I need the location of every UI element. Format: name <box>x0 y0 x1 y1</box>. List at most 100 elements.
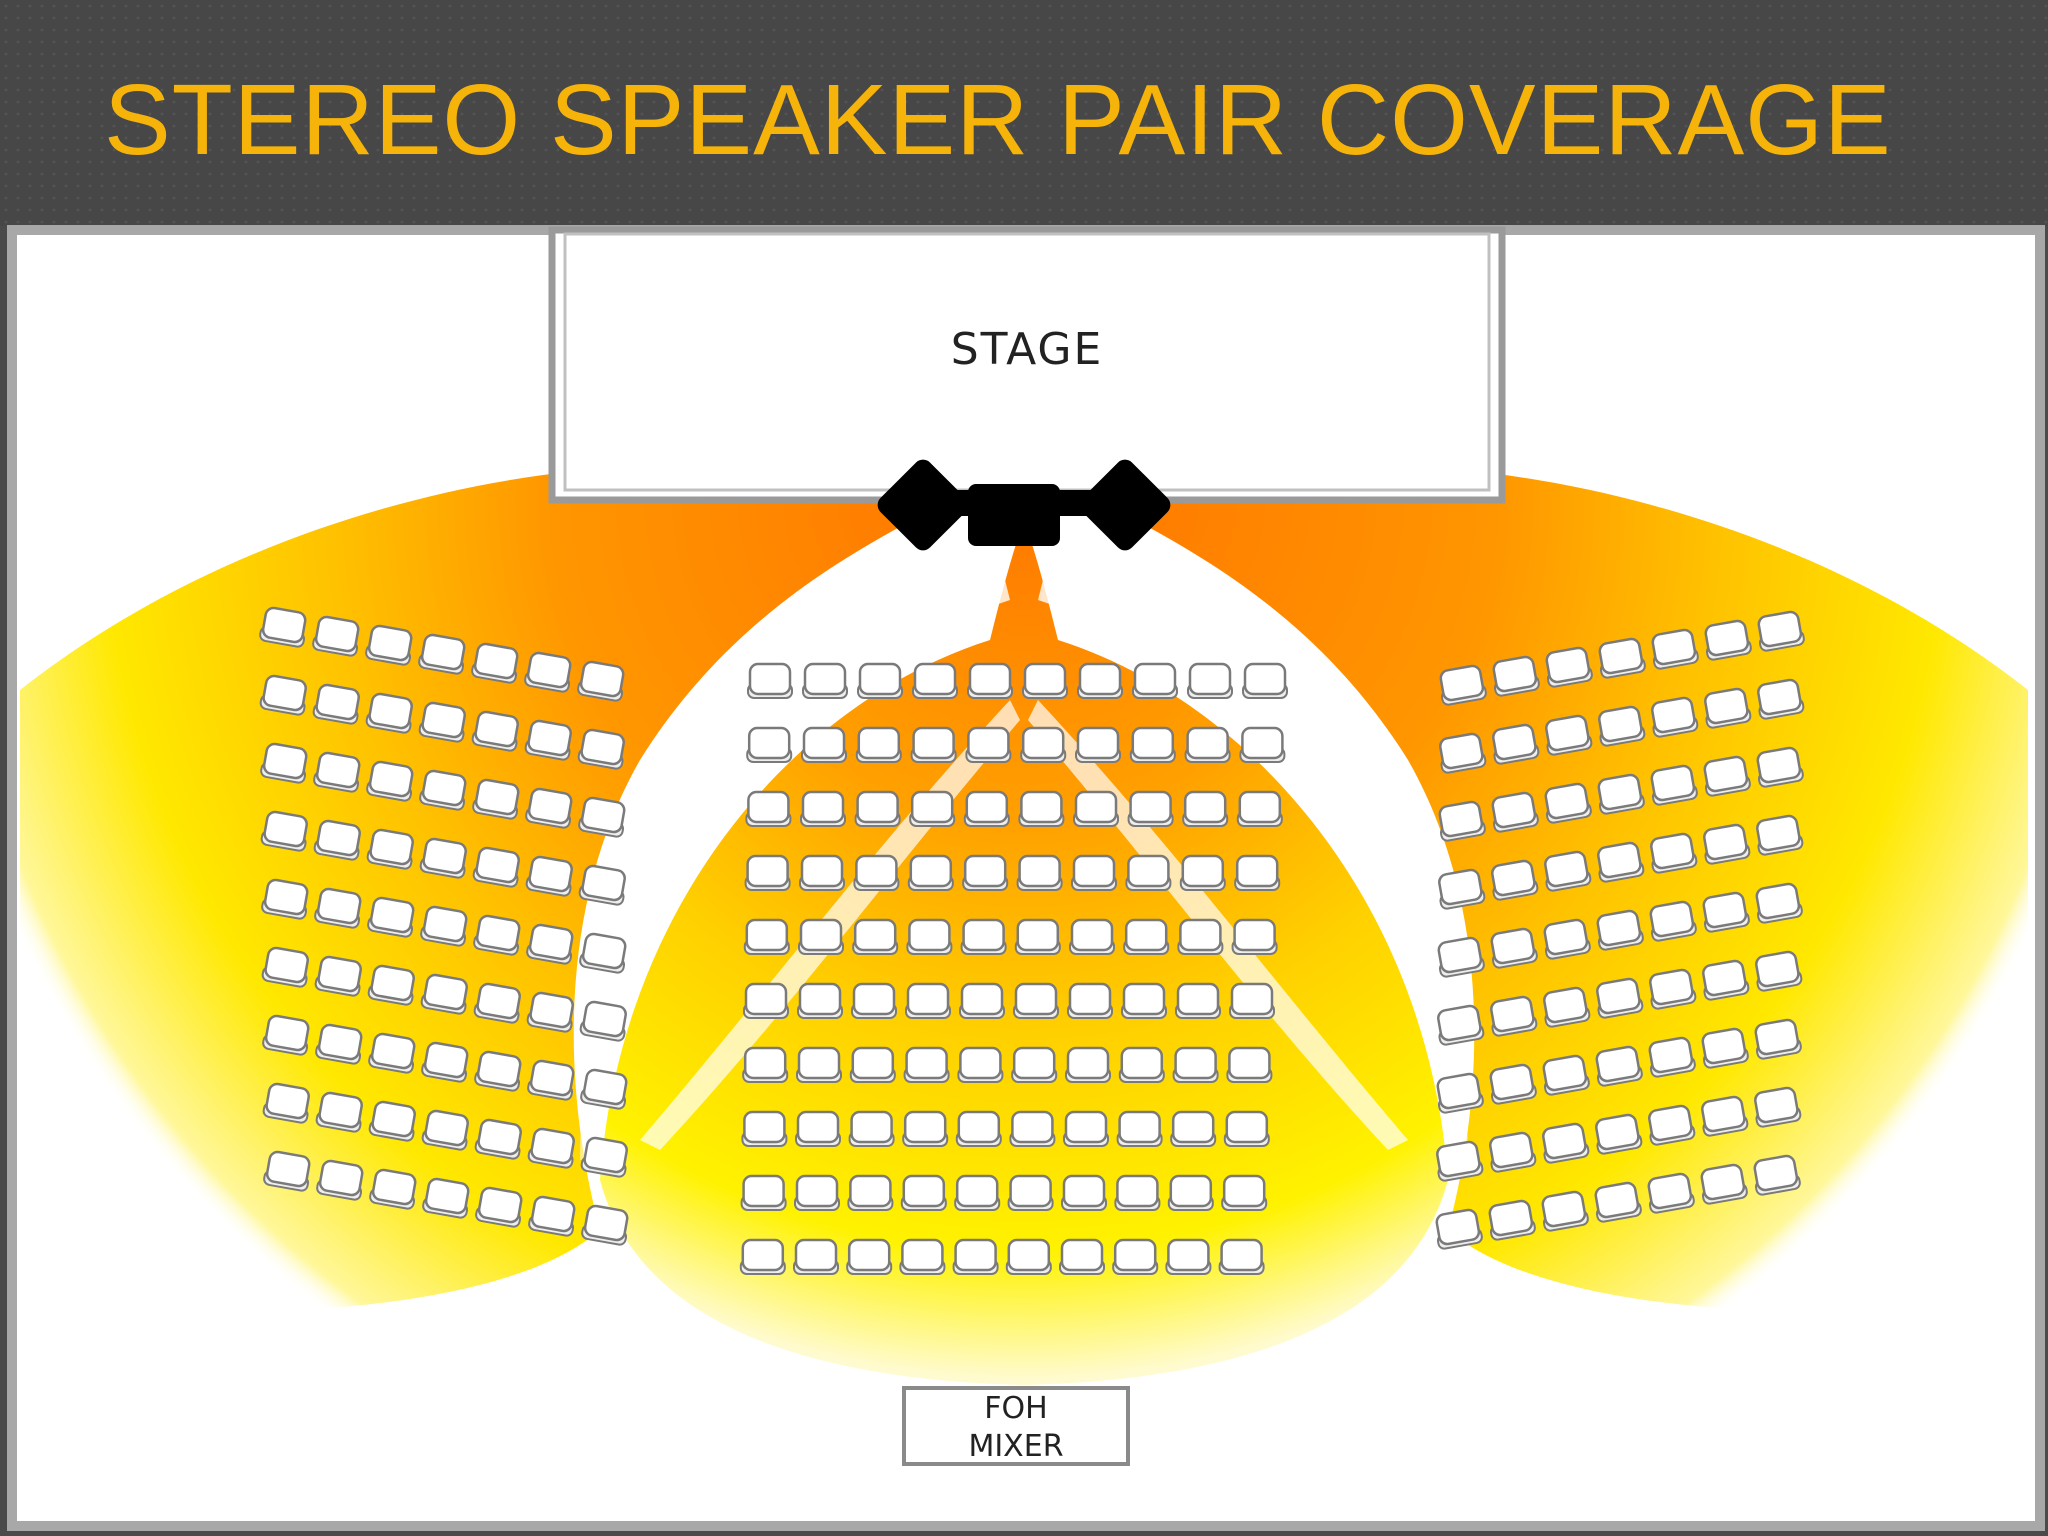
seat <box>1598 705 1646 747</box>
foh-label-line1: FOH <box>984 1391 1047 1426</box>
seat <box>1170 1110 1217 1147</box>
seat <box>1067 982 1113 1019</box>
seat <box>422 1177 470 1219</box>
seat <box>471 710 519 752</box>
seat <box>1013 982 1059 1019</box>
seat <box>365 624 413 666</box>
speaker-left-icon <box>877 459 969 551</box>
seat <box>1703 823 1751 865</box>
seat <box>1061 1174 1107 1211</box>
seat <box>419 837 467 879</box>
seat <box>1435 1208 1483 1250</box>
seat <box>421 1041 469 1083</box>
seat <box>528 1195 576 1237</box>
seat <box>580 1136 628 1178</box>
seat <box>802 662 848 699</box>
seat <box>1489 1063 1537 1105</box>
seat <box>1704 619 1752 661</box>
seat <box>1018 790 1065 827</box>
seat <box>909 790 956 827</box>
seat <box>1598 637 1646 679</box>
seat <box>1125 854 1172 891</box>
seat <box>474 1118 522 1160</box>
seat <box>262 1082 310 1124</box>
seat <box>1167 1174 1214 1211</box>
seat <box>578 864 626 906</box>
seat <box>316 1159 364 1201</box>
seat <box>1239 726 1286 763</box>
seat <box>912 662 958 699</box>
seat <box>1541 1190 1589 1232</box>
seat <box>1647 1172 1695 1214</box>
seat <box>1490 927 1538 969</box>
seat <box>1702 891 1750 933</box>
seat <box>524 651 572 693</box>
seat <box>1701 1027 1749 1069</box>
seat <box>1438 868 1486 910</box>
seat <box>1650 764 1698 806</box>
seat <box>1014 918 1061 955</box>
seat <box>1221 1174 1268 1211</box>
seat <box>1187 662 1233 699</box>
seat <box>1242 662 1288 699</box>
seat <box>1437 1004 1485 1046</box>
seat <box>1437 936 1485 978</box>
seat <box>1236 790 1283 827</box>
seat <box>849 1046 896 1083</box>
seat <box>259 606 307 648</box>
seat <box>1757 610 1805 652</box>
seating-center-section <box>739 662 1288 1275</box>
seat <box>368 1032 416 1074</box>
seat <box>1756 814 1804 856</box>
seat <box>367 964 415 1006</box>
seating-left-section <box>259 606 629 1246</box>
seat <box>1438 800 1486 842</box>
slide-header: STEREO SPEAKER PAIR COVERAGE <box>0 0 2048 226</box>
seat <box>955 1110 1002 1147</box>
seat <box>471 642 519 684</box>
seat <box>1229 982 1275 1019</box>
seat <box>579 932 627 974</box>
seat <box>1544 850 1592 892</box>
seat <box>577 660 625 702</box>
seat <box>579 1000 627 1042</box>
seat <box>1005 1238 1052 1275</box>
seat <box>1226 1046 1273 1083</box>
seat <box>905 982 951 1019</box>
seat <box>1543 918 1591 960</box>
seat <box>793 1238 839 1275</box>
seat <box>577 728 625 770</box>
seat <box>1011 1046 1058 1083</box>
seat <box>474 1050 522 1092</box>
seat <box>1177 918 1224 955</box>
stage-inner-outline <box>563 232 1491 492</box>
speaker-bridge <box>940 490 1108 516</box>
seat <box>259 674 307 716</box>
speaker-array <box>877 459 1171 551</box>
seat <box>1756 746 1804 788</box>
seat <box>746 726 793 763</box>
seat <box>312 683 360 725</box>
seat <box>1649 968 1697 1010</box>
seat <box>1112 1238 1159 1275</box>
seat <box>1488 1199 1536 1241</box>
seat <box>1651 696 1699 738</box>
seat <box>1077 662 1123 699</box>
seat <box>1007 1174 1054 1211</box>
seat <box>796 1046 842 1083</box>
seat <box>1182 790 1229 827</box>
seat <box>743 918 790 955</box>
seat <box>1704 687 1752 729</box>
foh-mixer-box <box>902 1386 1130 1466</box>
seat <box>1073 790 1119 827</box>
seat <box>260 810 308 852</box>
seat <box>421 1109 469 1151</box>
seat <box>1489 1131 1537 1173</box>
seat <box>475 1186 523 1228</box>
seat <box>1542 1054 1590 1096</box>
seat <box>902 1110 949 1147</box>
seat <box>526 923 574 965</box>
seat <box>741 1110 788 1147</box>
seat <box>1179 854 1226 891</box>
seat <box>798 918 844 955</box>
